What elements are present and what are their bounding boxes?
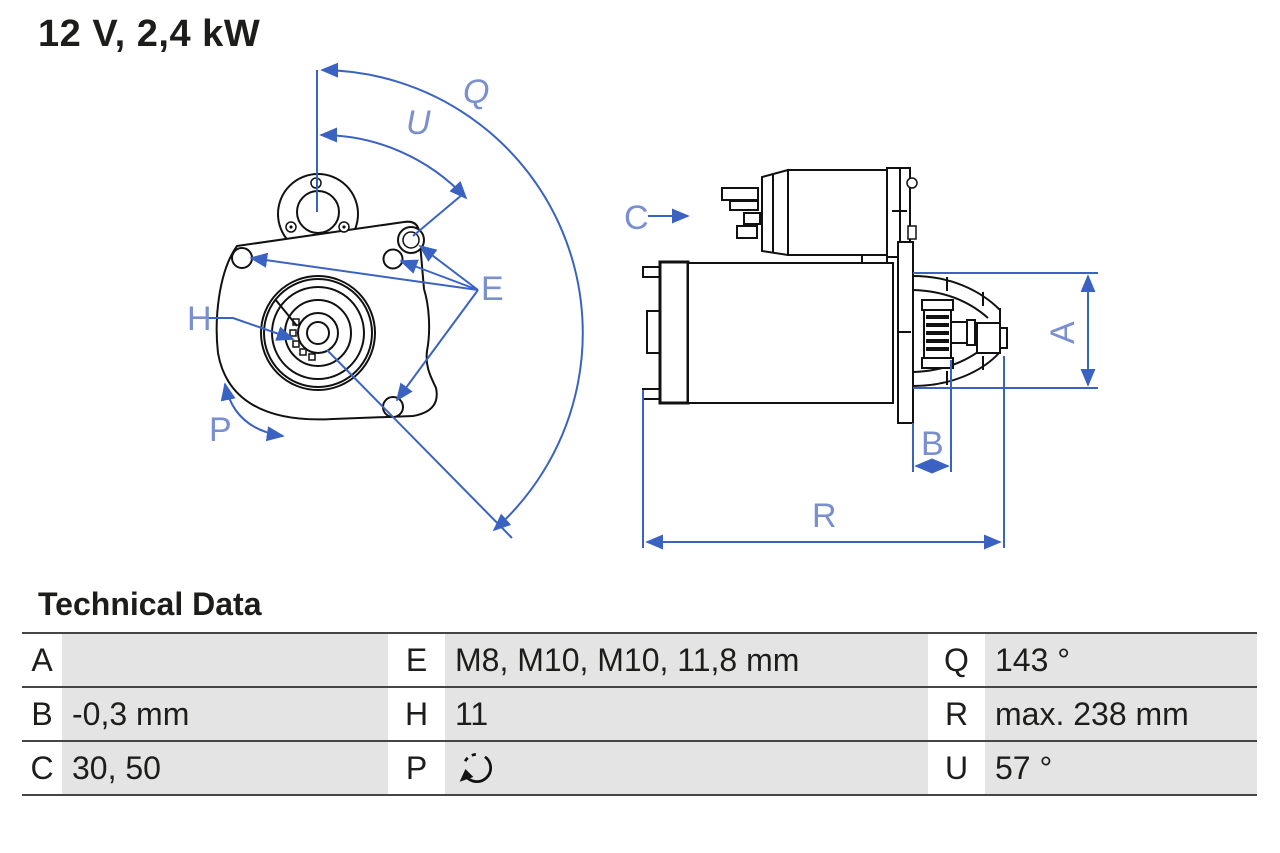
param-value-e: M8, M10, M10, 11,8 mm: [445, 634, 928, 686]
param-value-q: 143 °: [985, 634, 1257, 686]
q-sector-line: [326, 349, 513, 539]
starter-motor-technical-drawing: Q U E H P: [187, 62, 1098, 550]
front-view-drawing: Q U E H P: [187, 62, 584, 539]
u-extension-line: [412, 193, 464, 237]
param-key-e: E: [388, 634, 445, 686]
table-row: B -0,3 mm H 11 R max. 238 mm: [22, 686, 1257, 740]
param-key-b: B: [22, 688, 62, 740]
pinion-gear-tooth: [926, 347, 949, 351]
label-b: B: [921, 425, 944, 463]
dome-hole-right-pin: [342, 225, 346, 229]
param-value-h: 11: [445, 688, 928, 740]
pinion-tooth: [289, 329, 297, 337]
param-value-r: max. 238 mm: [985, 688, 1257, 740]
label-u: U: [406, 104, 431, 142]
solenoid-cap: [761, 168, 789, 257]
terminal-stud: [721, 187, 759, 201]
param-key-c: C: [22, 742, 62, 794]
param-value-b: -0,3 mm: [62, 688, 388, 740]
pinion-gear-tooth: [926, 339, 949, 343]
dome-hole-left-pin: [289, 225, 293, 229]
e-leader-2: [399, 259, 479, 291]
side-view-drawing: C A B R: [624, 167, 1098, 550]
e-leader-3: [249, 252, 479, 291]
bell-top-edge: [912, 275, 1001, 311]
param-key-a: A: [22, 634, 62, 686]
bell-top-inner: [912, 289, 989, 319]
dimension-arc-u: [319, 127, 468, 200]
label-a: A: [1044, 321, 1082, 344]
param-value-c: 30, 50: [62, 742, 388, 794]
param-key-p: P: [388, 742, 445, 794]
pinion-collar-top: [921, 299, 954, 311]
e-leader-4: [395, 289, 479, 402]
pinion-tooth: [308, 353, 316, 361]
param-value-a: [62, 634, 388, 686]
mounting-hole-topright-inner: [402, 231, 420, 249]
label-q: Q: [463, 73, 489, 111]
p-rotation-arc: [220, 382, 285, 442]
pinion-tooth: [292, 340, 300, 348]
pinion-gear-tooth: [926, 323, 949, 327]
param-key-u: U: [928, 742, 985, 794]
label-c: C: [624, 199, 649, 237]
label-h: H: [187, 300, 212, 338]
technical-data-table: A E M8, M10, M10, 11,8 mm Q 143 ° B -0,3…: [22, 632, 1257, 796]
rear-bracket: [646, 310, 661, 354]
table-row: A E M8, M10, M10, 11,8 mm Q 143 °: [22, 632, 1257, 686]
shaft-nose: [976, 322, 1001, 354]
through-bolt-bottom: [642, 388, 661, 400]
terminal-stud: [743, 212, 761, 225]
solenoid-lug: [907, 225, 917, 240]
dimension-arc-q: [320, 62, 584, 532]
rear-end-cap: [658, 260, 690, 405]
terminal-stud: [736, 225, 758, 239]
solenoid-hook: [906, 177, 918, 189]
param-value-u: 57 °: [985, 742, 1257, 794]
solenoid-body: [787, 169, 888, 256]
param-key-r: R: [928, 688, 985, 740]
shaft-tip: [999, 327, 1008, 349]
param-key-q: Q: [928, 634, 985, 686]
param-key-h: H: [388, 688, 445, 740]
shaft-step: [966, 319, 976, 346]
terminal-stud: [729, 200, 759, 211]
e-leader-1: [418, 244, 479, 291]
pinion-tooth: [299, 348, 307, 356]
section-heading: Technical Data: [38, 586, 262, 622]
motor-body: [687, 262, 894, 404]
mounting-hole-bottom: [382, 396, 404, 418]
h-leader: [208, 317, 295, 341]
label-r: R: [812, 497, 837, 535]
label-p: P: [209, 411, 232, 449]
through-bolt-top: [642, 266, 661, 278]
label-e: E: [481, 270, 504, 308]
pinion-collar-bottom: [921, 357, 954, 369]
sector-edge-line: [274, 298, 298, 327]
page-title: 12 V, 2,4 kW: [38, 13, 261, 55]
drive-shaft: [950, 321, 968, 344]
param-value-p: [445, 742, 928, 794]
mounting-hole-left: [231, 247, 253, 269]
pinion-gear-tooth: [926, 331, 949, 335]
bell-bottom-edge: [912, 351, 1001, 387]
rotation-direction-icon: [459, 753, 492, 783]
mounting-hole-mid: [382, 248, 404, 270]
bell-ribs: [946, 277, 984, 385]
pinion-gear-tooth: [926, 315, 949, 319]
table-row: C 30, 50 P U 57 °: [22, 740, 1257, 796]
